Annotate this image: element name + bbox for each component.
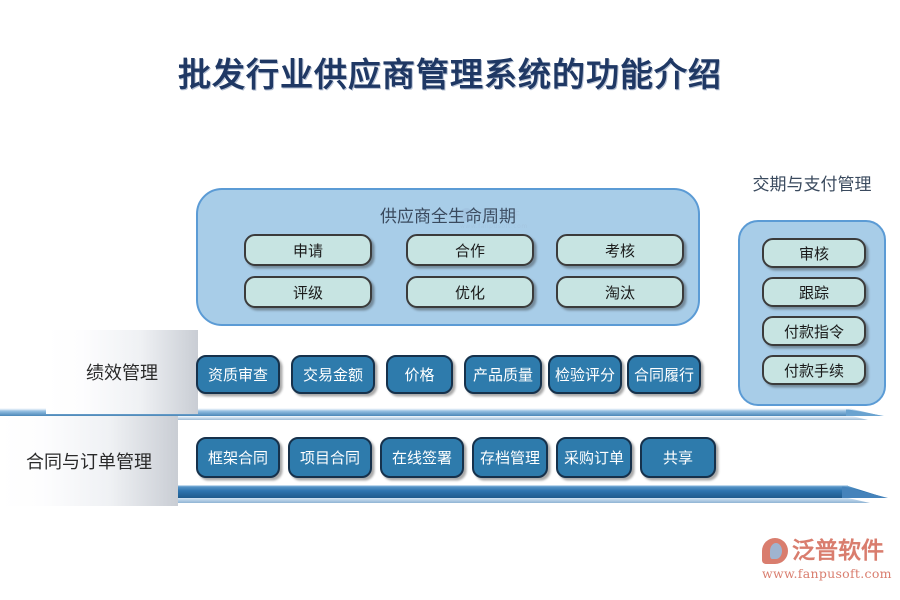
performance-row-label-text: 绩效管理 [86, 363, 158, 384]
payment-chip-track[interactable]: 跟踪 [762, 277, 866, 307]
page-title: 批发行业供应商管理系统的功能介绍 [178, 55, 722, 94]
chip-label: 合作 [454, 241, 485, 260]
lifecycle-chip-rating[interactable]: 评级 [244, 276, 372, 308]
fanpu-logo-icon [762, 538, 788, 564]
performance-chip-transaction-amount[interactable]: 交易金额 [291, 355, 375, 394]
chip-label: 合同履行 [633, 366, 694, 384]
payment-panel-heading: 交期与支付管理 [752, 175, 872, 195]
performance-chip-price[interactable]: 价格 [386, 355, 453, 394]
chip-label: 价格 [404, 366, 435, 384]
performance-chip-qualification-review[interactable]: 资质审查 [196, 355, 280, 394]
chip-label: 产品质量 [472, 366, 533, 384]
chip-label: 审核 [798, 244, 829, 263]
lifecycle-panel-heading: 供应商全生命周期 [380, 207, 516, 227]
upper-arrow-band [0, 404, 900, 426]
contract-chip-online-signing[interactable]: 在线签署 [380, 437, 464, 478]
brand-logo: 泛普软件 www.fanpusoft.com [762, 538, 892, 586]
chip-label: 评级 [292, 283, 323, 302]
lifecycle-chip-eliminate[interactable]: 淘汰 [556, 276, 684, 308]
lifecycle-chip-assess[interactable]: 考核 [556, 234, 684, 266]
payment-panel: 审核 跟踪 付款指令 付款手续 [738, 220, 886, 406]
chip-label: 框架合同 [207, 449, 268, 467]
contract-row-label: 合同与订单管理 [0, 416, 178, 506]
chip-label: 共享 [662, 449, 693, 467]
contract-chip-share[interactable]: 共享 [640, 437, 716, 478]
contract-chip-archive-management[interactable]: 存档管理 [472, 437, 548, 478]
lifecycle-chip-optimize[interactable]: 优化 [406, 276, 534, 308]
contract-chip-purchase-order[interactable]: 采购订单 [556, 437, 632, 478]
chip-label: 资质审查 [207, 366, 268, 384]
lifecycle-chip-cooperate[interactable]: 合作 [406, 234, 534, 266]
performance-row-label: 绩效管理 [46, 330, 198, 414]
chip-label: 采购订单 [563, 449, 624, 467]
performance-chip-product-quality[interactable]: 产品质量 [464, 355, 542, 394]
brand-url: www.fanpusoft.com [762, 566, 892, 581]
chip-label: 申请 [292, 241, 323, 260]
chip-label: 存档管理 [479, 449, 540, 467]
payment-chip-review[interactable]: 审核 [762, 238, 866, 268]
chip-label: 在线签署 [391, 449, 452, 467]
contract-chip-framework-contract[interactable]: 框架合同 [196, 437, 280, 478]
lifecycle-chip-apply[interactable]: 申请 [244, 234, 372, 266]
chip-label: 考核 [604, 241, 635, 260]
lower-arrow-band [0, 482, 900, 510]
performance-chip-contract-performance[interactable]: 合同履行 [627, 355, 701, 394]
chip-label: 交易金额 [302, 366, 363, 384]
chip-label: 检验评分 [554, 366, 615, 384]
chip-label: 付款指令 [783, 322, 844, 341]
contract-row-label-text: 合同与订单管理 [26, 452, 152, 473]
brand-name: 泛普软件 [792, 537, 884, 564]
performance-chip-inspection-score[interactable]: 检验评分 [548, 355, 622, 394]
payment-chip-payment-order[interactable]: 付款指令 [762, 316, 866, 346]
payment-chip-payment-procedure[interactable]: 付款手续 [762, 355, 866, 385]
chip-label: 项目合同 [299, 449, 360, 467]
chip-label: 优化 [454, 283, 485, 302]
chip-label: 跟踪 [798, 283, 829, 302]
chip-label: 淘汰 [604, 283, 635, 302]
chip-label: 付款手续 [783, 361, 844, 380]
lifecycle-panel: 供应商全生命周期 申请 合作 考核 评级 优化 淘汰 [196, 188, 700, 326]
contract-chip-project-contract[interactable]: 项目合同 [288, 437, 372, 478]
